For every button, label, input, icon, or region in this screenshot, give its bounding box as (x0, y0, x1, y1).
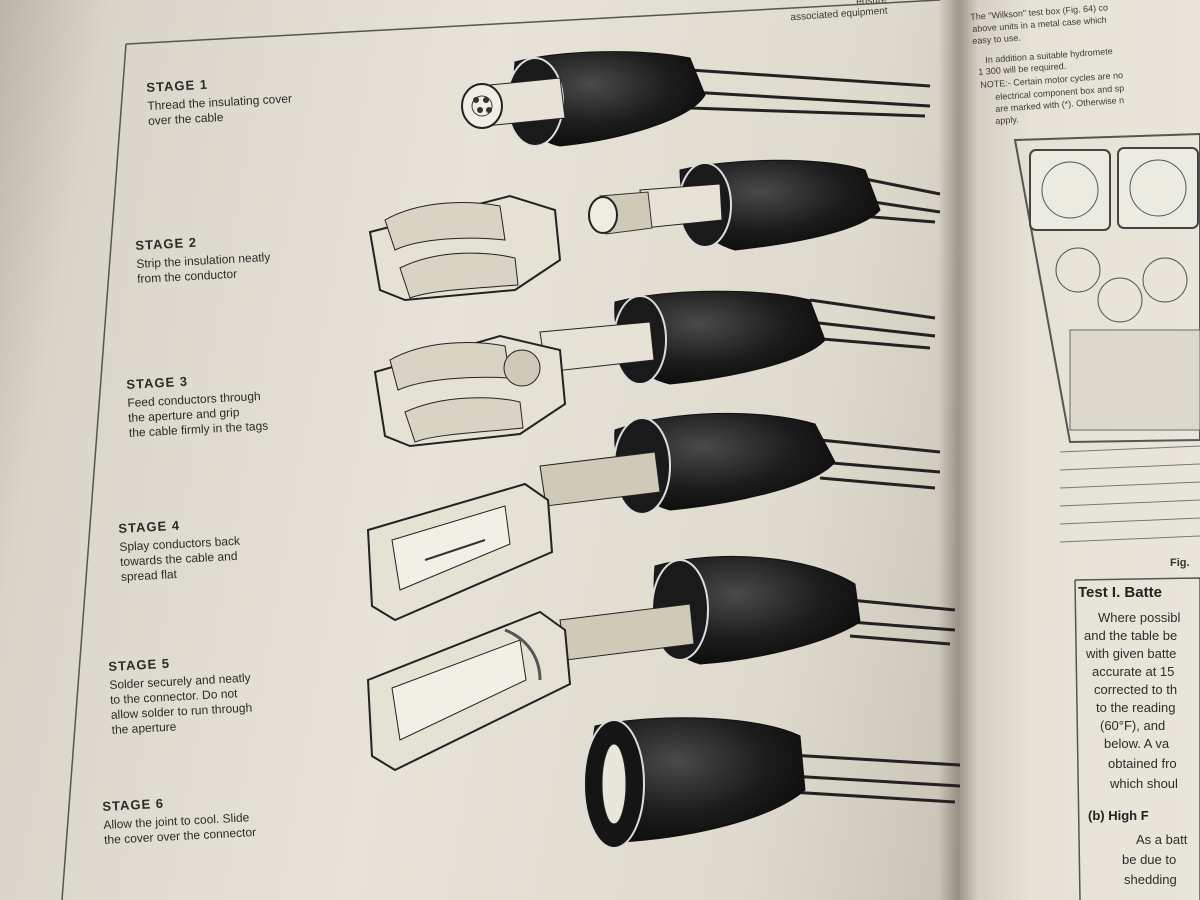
stage-3-drawing (373, 290, 936, 448)
stage-2-drawing (368, 159, 941, 302)
body-line: and the table be (1084, 628, 1178, 643)
book-gutter (938, 0, 978, 900)
right-text-line: apply. (995, 114, 1020, 126)
test-box-figure (1013, 132, 1200, 900)
stage-6-drawing (583, 717, 961, 849)
sub-heading: (b) High F (1088, 808, 1149, 823)
stage-1-drawing (461, 51, 931, 147)
cable (689, 68, 931, 118)
conductor-end (461, 83, 503, 129)
body-line: obtained fro (1108, 756, 1177, 771)
body-line: As a batt (1136, 832, 1188, 847)
body-line: Where possibl (1098, 610, 1181, 625)
body-line: (60°F), and (1100, 718, 1166, 733)
figure-border (61, 0, 941, 900)
figure-label: Fig. (1170, 557, 1190, 569)
body-line: which shoul (1110, 776, 1178, 791)
section-heading: Test I. Batte (1078, 584, 1162, 601)
body-line: to the reading (1096, 700, 1176, 715)
stage-5-drawing (366, 555, 956, 772)
body-line: accurate at 15 (1092, 664, 1175, 679)
body-line: be due to (1122, 852, 1177, 867)
body-line: below. A va (1104, 736, 1170, 751)
body-line: shedding (1124, 872, 1177, 887)
body-line: corrected to th (1094, 682, 1178, 697)
body-line: with given batte (1086, 646, 1177, 661)
stage-4-drawing (366, 412, 941, 622)
